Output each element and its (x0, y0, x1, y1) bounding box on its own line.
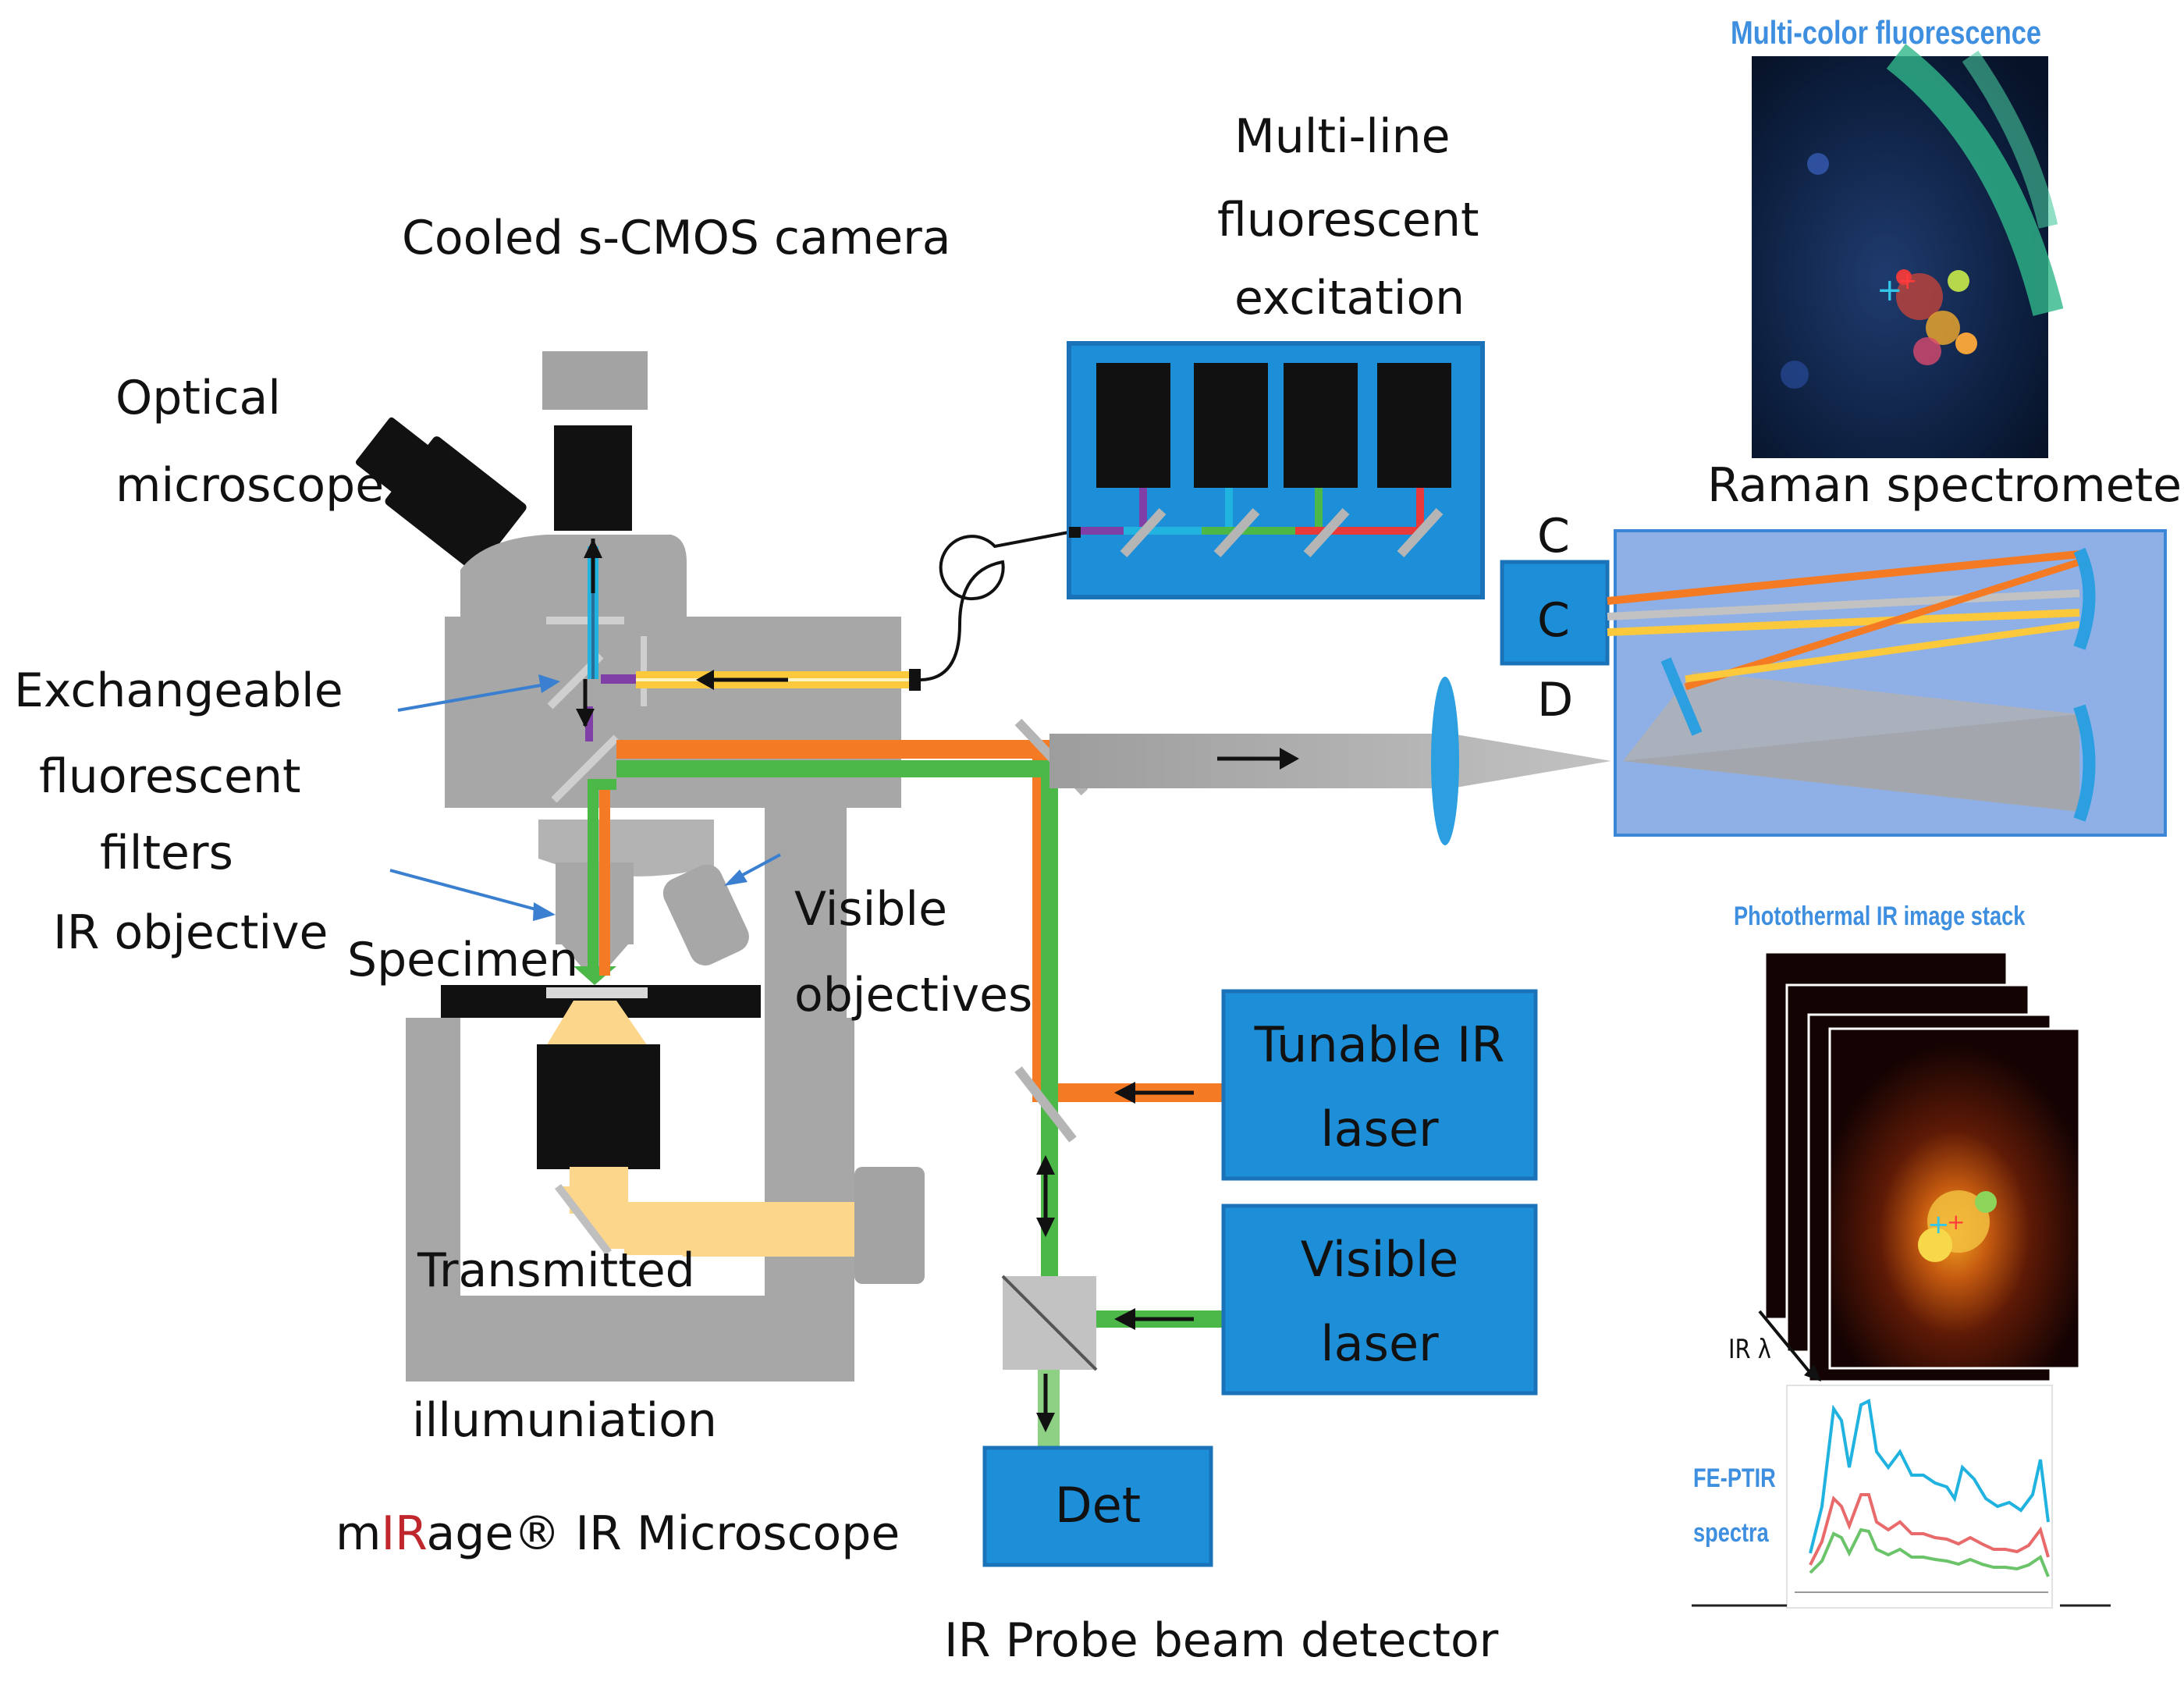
svg-text:+: + (1927, 1209, 1950, 1240)
probe-detector-label: IR Probe beam detector (944, 1613, 1499, 1668)
tunable-ir-laser-line2: laser (1320, 1101, 1439, 1157)
spectrum-cyan (1809, 1398, 2050, 1554)
feptir-label-2: spectra (1693, 1518, 1769, 1548)
ir-objective-label: IR objective (53, 905, 328, 960)
laser-beams (588, 718, 1229, 1452)
camera-body (554, 425, 632, 531)
multiline-label-2: fluorescent (1217, 193, 1479, 247)
visible-objectives-label-1: Visible (794, 882, 947, 937)
tunable-ir-laser-line1: Tunable IR (1254, 1016, 1505, 1073)
raman-spectrometer (1500, 529, 2167, 837)
camera-label: Cooled s-CMOS camera (402, 211, 951, 265)
eyepiece (355, 417, 527, 573)
fe-ptir-spectra-plot (1692, 1385, 2111, 1609)
optical-fiber (920, 529, 1078, 681)
mirage-product-label: mIRage® IR Microscope (336, 1510, 900, 1557)
visible-objective (662, 864, 749, 965)
tunable-ir-laser-box (1221, 989, 1538, 1181)
optical-microscope-label-2: microscope (115, 458, 385, 513)
multicolor-fluorescence-title: Multi-color fluorescence (1731, 14, 2042, 51)
visible-laser-line1: Visible (1300, 1231, 1459, 1288)
exchangeable-label-2: fluorescent (39, 749, 301, 804)
visible-objectives-label-2: objectives (794, 968, 1033, 1022)
mirage-suffix: age® IR Microscope (426, 1506, 900, 1561)
microscope-base (406, 1018, 854, 1382)
callout-arrows (389, 674, 781, 921)
svg-text:+: + (1947, 1209, 1965, 1235)
svg-text:+: + (1877, 272, 1903, 308)
raman-beam (1049, 677, 1611, 845)
specimen-slide (546, 987, 648, 998)
photothermal-title: Photothermal IR image stack (1734, 901, 2026, 931)
illumination-label: illumuniation (412, 1393, 717, 1448)
raman-label: Raman spectrometer (1707, 458, 2184, 513)
ccd-letter-d: D (1537, 673, 1574, 727)
spectrum-red (1809, 1493, 2050, 1566)
visible-laser-box (1221, 1204, 1538, 1396)
feptir-label-1: FE-PTIR (1693, 1463, 1776, 1493)
lamp-housing (854, 1167, 925, 1284)
fluorescence-image: + + (1752, 44, 2064, 458)
microscope-body (445, 617, 901, 808)
ccd-letter-c1: C (1537, 509, 1570, 564)
detector-label: Det (1054, 1477, 1142, 1534)
detector-box (982, 1446, 1213, 1567)
multiline-label-1: Multi-line (1234, 109, 1451, 164)
mirage-ir: IR (381, 1506, 427, 1561)
microscope-arm (765, 808, 847, 1019)
multiline-label-3: excitation (1234, 271, 1465, 325)
specimen-label: Specimen (347, 933, 579, 987)
spectrum-green (1809, 1527, 2050, 1577)
focusing-lens (1431, 677, 1459, 845)
exchangeable-label-3: filters (100, 826, 233, 880)
microscope-head (460, 535, 687, 617)
ccd-letter-c2: C (1537, 593, 1570, 648)
tunable-ir-laser-label: Tunable IR laser (1223, 1003, 1536, 1172)
visible-laser-label: Visible laser (1223, 1218, 1536, 1386)
multiline-excitation-unit (1067, 341, 1485, 599)
mirage-prefix: m (336, 1506, 382, 1561)
nosepiece (538, 820, 714, 877)
transmitted-label: Transmitted (417, 1243, 695, 1298)
microscope-internal-beams (574, 539, 921, 985)
camera-cap (542, 351, 648, 410)
condenser (537, 1044, 660, 1169)
ir-lambda-label: IR λ (1728, 1334, 1771, 1365)
ccd-box (1500, 560, 1610, 666)
optical-microscope (355, 351, 925, 1382)
spectrometer-mirror-bottom (2073, 704, 2096, 822)
visible-laser-line2: laser (1320, 1315, 1439, 1372)
photothermal-image-stack: + + (1758, 951, 2081, 1383)
spectrometer-mirror-top (2073, 547, 2096, 650)
svg-text:+: + (1898, 268, 1917, 295)
spectrometer-grating (1660, 657, 1703, 736)
optical-microscope-label-1: Optical (115, 371, 281, 425)
exchangeable-label-1: Exchangeable (14, 663, 343, 718)
